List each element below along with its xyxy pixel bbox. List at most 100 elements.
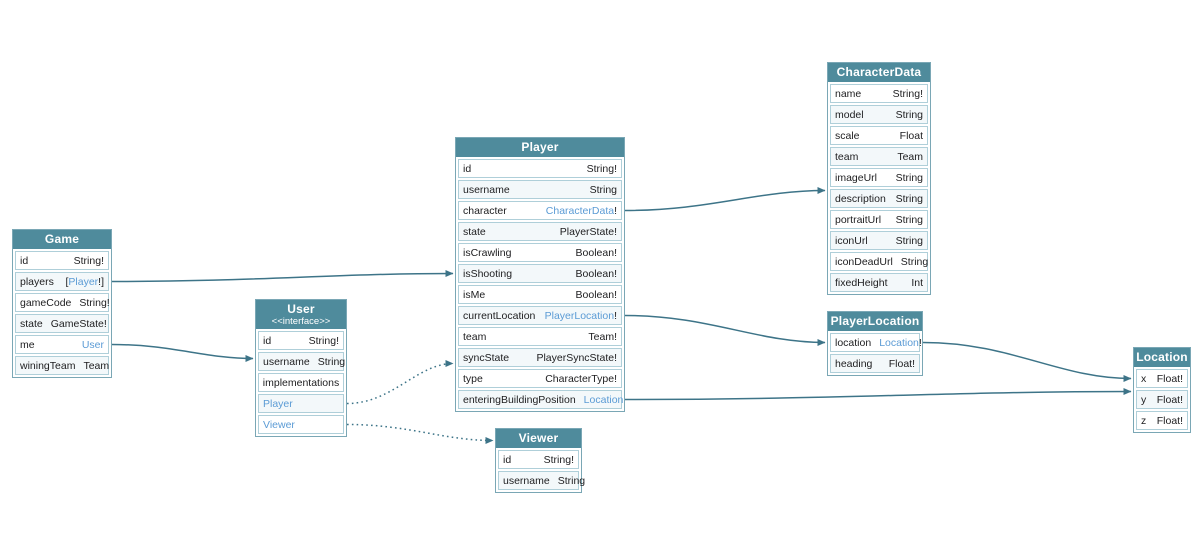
field-row-imageurl[interactable]: imageUrl String xyxy=(830,168,928,187)
table-header[interactable]: Game xyxy=(13,230,111,249)
field-type: String! xyxy=(544,452,574,468)
field-name: imageUrl xyxy=(835,171,878,184)
field-row-username[interactable]: username String xyxy=(258,352,345,371)
field-type: Float! xyxy=(1157,413,1183,429)
field-type: [Player!] xyxy=(65,274,104,290)
table-header[interactable]: CharacterData xyxy=(828,63,930,82)
field-name: username xyxy=(263,355,310,368)
edge-user-viewer-to-viewer xyxy=(346,423,494,444)
field-type: PlayerSyncState! xyxy=(536,350,617,366)
type-link[interactable]: PlayerLocation xyxy=(544,309,615,322)
type-link[interactable]: Location xyxy=(879,336,919,349)
table-title: Location xyxy=(1136,350,1188,364)
table-header[interactable]: Player xyxy=(456,138,624,157)
field-type: CharacterType! xyxy=(545,371,617,387)
edge-player-currentlocation-to-playerlocation xyxy=(624,314,826,346)
field-row-enteringbuildingposition[interactable]: enteringBuildingPosition Location xyxy=(458,390,624,409)
table-subtitle: <<interface>> xyxy=(271,316,331,327)
field-row-implementations[interactable]: implementations xyxy=(258,373,344,392)
field-row-model[interactable]: model String xyxy=(830,105,928,124)
field-row-me[interactable]: me User xyxy=(15,335,109,354)
table-title: CharacterData xyxy=(836,65,922,79)
edge-game-players-to-player xyxy=(111,270,454,283)
field-row-z[interactable]: z Float! xyxy=(1136,411,1188,430)
field-name: description xyxy=(835,192,886,205)
field-type: Float! xyxy=(1157,371,1183,387)
field-row-viewer[interactable]: Viewer xyxy=(258,415,344,434)
field-row-players[interactable]: players[Player!] xyxy=(15,272,109,291)
type-text: String xyxy=(589,183,617,196)
field-name: gameCode xyxy=(20,296,72,309)
edge-game-me-to-user xyxy=(111,343,254,362)
type-text: Float xyxy=(899,129,923,142)
type-text: String xyxy=(557,474,586,487)
table-header[interactable]: Viewer xyxy=(496,429,581,448)
table-header[interactable]: PlayerLocation xyxy=(828,312,922,331)
implementation-link[interactable]: Player xyxy=(263,397,293,410)
implementation-link[interactable]: Viewer xyxy=(263,418,295,431)
table-title: Viewer xyxy=(518,431,559,445)
field-row-player[interactable]: Player xyxy=(258,394,344,413)
table-header[interactable]: User <<interface>> xyxy=(256,300,346,329)
field-name: y xyxy=(1141,393,1147,406)
field-type: String xyxy=(896,170,923,186)
field-name: state xyxy=(20,317,43,330)
field-type: String xyxy=(318,354,345,370)
field-row-type[interactable]: type CharacterType! xyxy=(458,369,622,388)
field-name: state xyxy=(463,225,486,238)
type-link[interactable]: Player xyxy=(68,275,99,288)
type-link[interactable]: Location xyxy=(583,393,624,406)
type-link[interactable]: User xyxy=(81,338,104,351)
field-type: CharacterData! xyxy=(546,203,617,219)
field-type: Team xyxy=(83,358,109,374)
field-name: me xyxy=(20,338,35,351)
field-name: type xyxy=(463,372,483,385)
field-type: String xyxy=(896,107,923,123)
field-name: z xyxy=(1141,414,1147,427)
field-name: enteringBuildingPosition xyxy=(463,393,576,406)
table-header[interactable]: Location xyxy=(1134,348,1190,367)
field-name: isMe xyxy=(463,288,486,301)
type-text: PlayerState! xyxy=(559,225,617,238)
field-name: model xyxy=(835,108,864,121)
type-link[interactable]: CharacterData xyxy=(545,204,615,217)
field-row-state[interactable]: state PlayerState! xyxy=(458,222,622,241)
